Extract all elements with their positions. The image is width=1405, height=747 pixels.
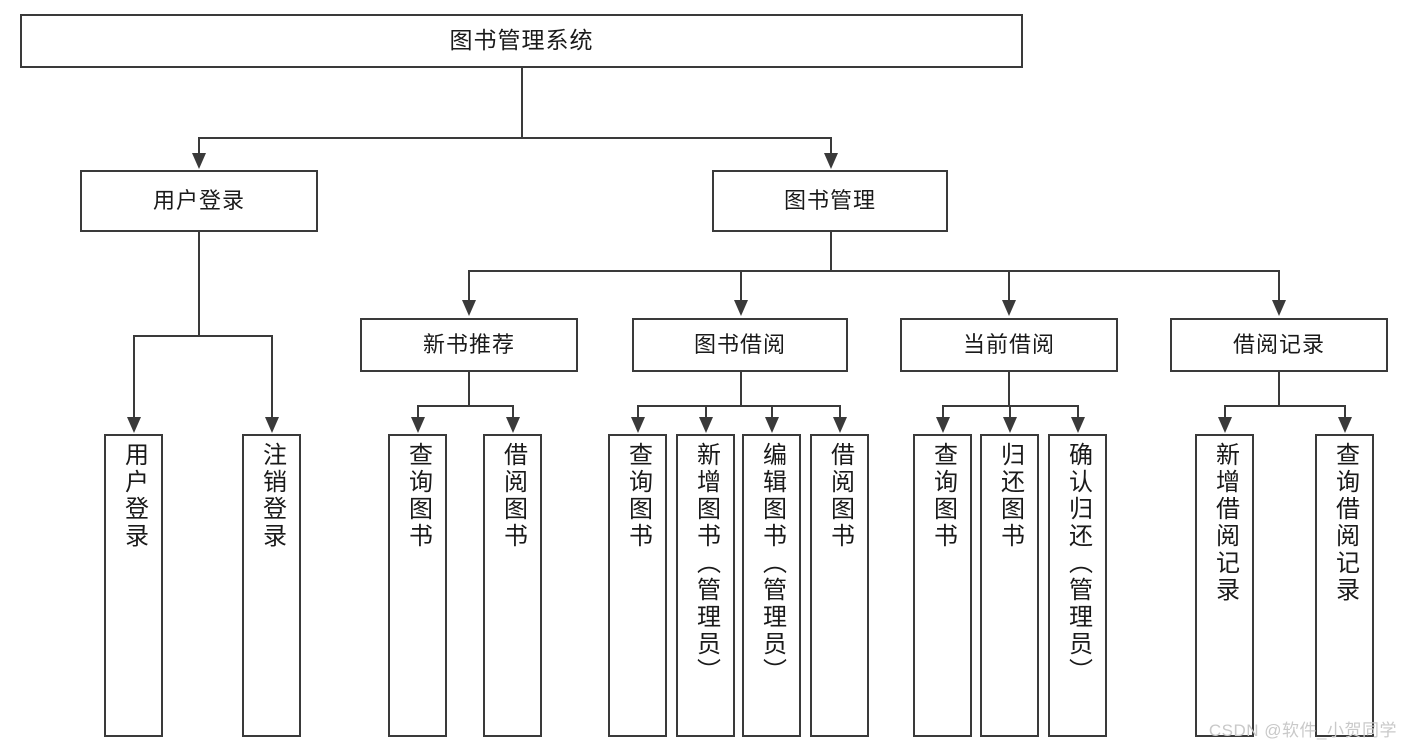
node-current-borrow[interactable]: 当前借阅 (900, 318, 1118, 372)
leaf-edit-book[interactable]: 编辑图书（管理员） (742, 434, 801, 737)
leaf-add-record[interactable]: 新增借阅记录 (1195, 434, 1254, 737)
edge-root-stem (521, 68, 523, 138)
leaf-borrow-book-1[interactable]: 借阅图书 (483, 434, 542, 737)
node-label: 用户登录 (120, 442, 148, 550)
node-label: 借阅图书 (499, 442, 527, 550)
edge-book-borrow-to-leaf-2 (705, 405, 707, 419)
node-label: 查询借阅记录 (1331, 442, 1359, 604)
leaf-query-record[interactable]: 查询借阅记录 (1315, 434, 1374, 737)
arrow-to-leaf-add-record (1218, 417, 1232, 433)
edge-current-borrow-to-leaf-2 (1009, 405, 1011, 419)
edge-user-login-to-leaf-2 (271, 335, 273, 419)
edge-borrow-record-stem (1278, 372, 1280, 406)
arrow-to-book-borrow (734, 300, 748, 316)
arrow-to-leaf-query-book-1 (411, 417, 425, 433)
node-label: 查询图书 (404, 442, 432, 550)
edge-root-split-bar (198, 137, 832, 139)
leaf-confirm-return[interactable]: 确认归还（管理员） (1048, 434, 1107, 737)
arrow-to-leaf-return-book (1003, 417, 1017, 433)
leaf-query-book-3[interactable]: 查询图书 (913, 434, 972, 737)
node-label: 图书管理系统 (449, 27, 594, 54)
node-label: 新书推荐 (422, 332, 515, 358)
node-label: 编辑图书（管理员） (758, 442, 786, 685)
node-label: 查询图书 (929, 442, 957, 550)
node-label: 新增图书（管理员） (692, 442, 720, 685)
arrow-to-current-borrow (1002, 300, 1016, 316)
node-label: 新增借阅记录 (1211, 442, 1239, 604)
edge-borrow-record-to-leaf-1 (1224, 405, 1226, 419)
edge-new-book-rec-split-bar (417, 405, 514, 407)
arrow-to-leaf-query-book-2 (631, 417, 645, 433)
node-label: 借阅图书 (826, 442, 854, 550)
node-label: 借阅记录 (1232, 332, 1325, 358)
edge-new-book-rec-to-leaf-1 (417, 405, 419, 419)
edge-book-borrow-stem (740, 372, 742, 406)
edge-borrow-record-to-leaf-2 (1344, 405, 1346, 419)
edge-book-manage-to-new-book-rec (468, 270, 470, 302)
leaf-add-book[interactable]: 新增图书（管理员） (676, 434, 735, 737)
leaf-query-book-1[interactable]: 查询图书 (388, 434, 447, 737)
edge-borrow-record-split-bar (1224, 405, 1346, 407)
leaf-logout[interactable]: 注销登录 (242, 434, 301, 737)
leaf-user-login[interactable]: 用户登录 (104, 434, 163, 737)
arrow-to-leaf-query-book-3 (936, 417, 950, 433)
edge-current-borrow-to-leaf-3 (1077, 405, 1079, 419)
leaf-query-book-2[interactable]: 查询图书 (608, 434, 667, 737)
edge-book-borrow-to-leaf-3 (771, 405, 773, 419)
arrow-to-leaf-logout (265, 417, 279, 433)
arrow-to-leaf-borrow-book-1 (506, 417, 520, 433)
node-label: 图书借阅 (693, 332, 786, 358)
node-label: 当前借阅 (962, 332, 1055, 358)
node-user-login[interactable]: 用户登录 (80, 170, 318, 232)
edge-new-book-rec-to-leaf-2 (512, 405, 514, 419)
edge-book-borrow-split-bar (637, 405, 841, 407)
edge-book-manage-to-current-borrow (1008, 270, 1010, 302)
node-book-manage[interactable]: 图书管理 (712, 170, 948, 232)
edge-book-borrow-to-leaf-1 (637, 405, 639, 419)
edge-new-book-rec-stem (468, 372, 470, 406)
node-label: 图书管理 (783, 188, 876, 214)
leaf-borrow-book-2[interactable]: 借阅图书 (810, 434, 869, 737)
edge-current-borrow-stem (1008, 372, 1010, 406)
arrow-to-leaf-edit-book (765, 417, 779, 433)
edge-book-manage-to-borrow-record (1278, 270, 1280, 302)
node-label: 用户登录 (152, 188, 245, 214)
edge-user-login-to-leaf-1 (133, 335, 135, 419)
arrow-to-leaf-add-book (699, 417, 713, 433)
arrow-to-leaf-confirm-return (1071, 417, 1085, 433)
node-borrow-record[interactable]: 借阅记录 (1170, 318, 1388, 372)
node-label: 归还图书 (996, 442, 1024, 550)
node-label: 注销登录 (258, 442, 286, 550)
arrow-to-leaf-query-record (1338, 417, 1352, 433)
node-label: 确认归还（管理员） (1064, 442, 1092, 685)
edge-current-borrow-to-leaf-1 (942, 405, 944, 419)
leaf-return-book[interactable]: 归还图书 (980, 434, 1039, 737)
edge-user-login-stem (198, 232, 200, 336)
edge-book-manage-to-book-borrow (740, 270, 742, 302)
edge-root-to-user-login (198, 137, 200, 157)
edge-book-manage-split-bar (468, 270, 1280, 272)
node-book-borrow[interactable]: 图书借阅 (632, 318, 848, 372)
node-label: 查询图书 (624, 442, 652, 550)
arrow-to-book-manage (824, 153, 838, 169)
edge-root-to-book-manage (830, 137, 832, 157)
edge-user-login-split-bar (133, 335, 272, 337)
arrow-to-new-book-rec (462, 300, 476, 316)
edge-book-borrow-to-leaf-4 (839, 405, 841, 419)
arrow-to-borrow-record (1272, 300, 1286, 316)
node-root-library-management-system[interactable]: 图书管理系统 (20, 14, 1023, 68)
csdn-watermark: CSDN @软件_小贺同学 (1208, 721, 1397, 740)
edge-book-manage-stem (830, 232, 832, 271)
arrow-to-leaf-borrow-book-2 (833, 417, 847, 433)
node-new-book-rec[interactable]: 新书推荐 (360, 318, 578, 372)
arrow-to-user-login (192, 153, 206, 169)
arrow-to-leaf-user-login (127, 417, 141, 433)
